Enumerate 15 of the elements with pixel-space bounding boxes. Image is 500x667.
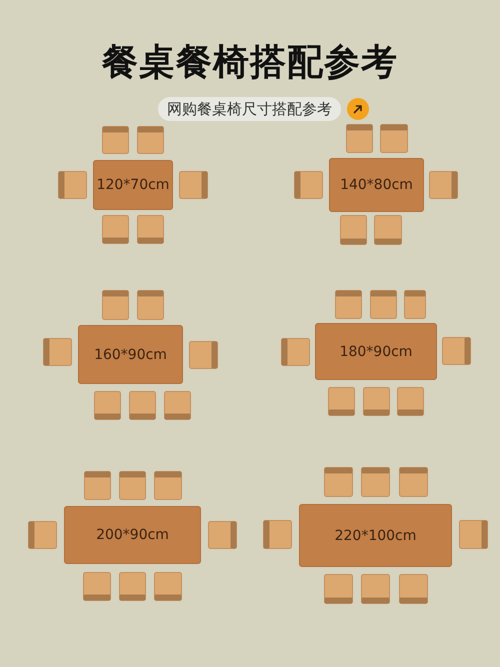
dining-table (93, 160, 173, 210)
title: 餐桌餐椅搭配参考 (100, 41, 399, 85)
subtitle-text: 网购餐桌椅尺寸搭配参考 (167, 100, 332, 118)
dining-table (78, 325, 183, 384)
table-size-label: 160*90cm (94, 346, 167, 362)
table-size-label: 120*70cm (96, 177, 170, 193)
table-size-label: 220*100cm (334, 528, 416, 544)
subtitle-pill (158, 97, 341, 121)
dining-table (299, 504, 452, 567)
table-size-label: 200*90cm (96, 527, 169, 543)
table-size-label: 140*80cm (340, 177, 413, 193)
table-size-label: 180*90cm (340, 344, 412, 360)
dining-table (329, 158, 424, 212)
dining-table (315, 323, 437, 380)
dining-table (64, 506, 201, 564)
